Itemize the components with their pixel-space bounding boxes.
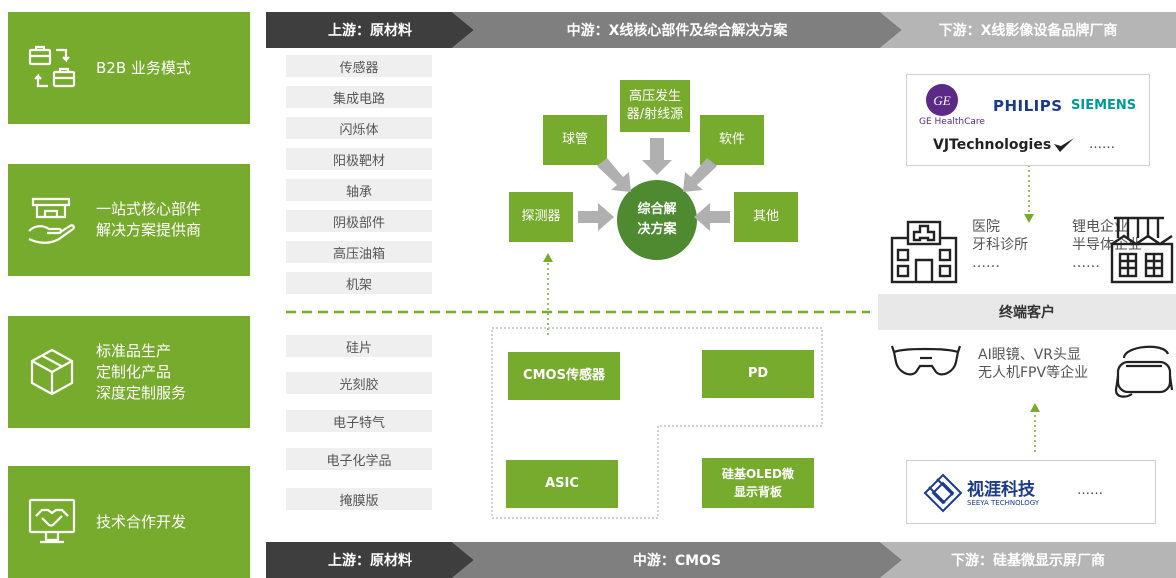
xray-material-item: 轴承 (286, 179, 432, 201)
siemens-logo: SIEMENS (1071, 98, 1137, 113)
end-customer-band: 终端客户 (878, 294, 1176, 330)
cmos-region-outline (491, 327, 823, 519)
xray-material-item: 阴极部件 (286, 210, 432, 232)
briefcase-exchange-icon (8, 42, 96, 94)
handshake-monitor-icon (8, 496, 96, 548)
seeya-logo-icon (923, 473, 963, 517)
ge-name: GE HealthCare (919, 117, 985, 127)
business-model-label: 技术合作开发 (96, 512, 187, 531)
pd-box: PD (702, 350, 814, 398)
other-box: 其他 (734, 192, 798, 242)
arrow-hv-to-hub (642, 138, 672, 175)
xray-material-item: 闪烁体 (286, 117, 432, 139)
brand-ellipsis: …… (1089, 137, 1115, 152)
oled-backplane-box: 硅基OLED微 显示背板 (702, 458, 814, 508)
cmos-material-item: 光刻胶 (286, 372, 432, 394)
cmos-material-item: 电子化学品 (286, 448, 432, 470)
display-end-customers: AI眼镜、VR头显 无人机FPV等企业 (978, 347, 1089, 381)
xray-brand-panel: GE GE HealthCare PHILIPS SIEMENS VJTechn… (906, 74, 1150, 166)
arrow-software-to-hub (683, 158, 717, 192)
cube-icon (8, 346, 96, 398)
seeya-name: 视涯科技 (967, 480, 1035, 500)
display-brand-ellipsis: …… (1077, 483, 1103, 498)
business-model-tech-coop: 技术合作开发 (8, 466, 250, 578)
top-downstream-header: 下游：X线影像设备品牌厂商 (880, 12, 1176, 48)
cmos-sensor-box: CMOS传感器 (508, 352, 620, 400)
factory-icon (1108, 214, 1176, 290)
business-model-products: 标准品生产 定制化产品 深度定制服务 (8, 316, 250, 428)
asic-box: ASIC (506, 460, 618, 508)
cmos-material-item: 硅片 (286, 335, 432, 357)
xray-material-item: 集成电路 (286, 86, 432, 108)
hospital-icon (884, 216, 964, 290)
ai-glasses-icon (890, 344, 962, 392)
arrow-other-to-hub (694, 203, 730, 231)
svg-text:GE: GE (933, 93, 950, 108)
xray-material-item: 机架 (286, 272, 432, 294)
xray-material-item: 高压油箱 (286, 241, 432, 263)
hand-shop-icon (8, 193, 96, 247)
vj-check-icon (1053, 137, 1075, 157)
xray-material-item: 阳极靶材 (286, 148, 432, 170)
arrow-detector-to-hub (578, 203, 614, 231)
ge-logo-icon: GE (925, 83, 959, 121)
industrial-customers: 锂电企业 半导体企业 …… (1072, 219, 1142, 271)
arrow-tube-to-hub (597, 158, 631, 192)
vj-logo: VJTechnologies (933, 137, 1052, 153)
tube-box: 球管 (543, 115, 607, 165)
cmos-material-item: 掩膜版 (286, 488, 432, 510)
seeya-subname: SEEYA TECHNOLOGY (967, 499, 1040, 507)
business-model-label: B2B 业务模式 (96, 58, 191, 77)
software-box: 软件 (700, 115, 764, 165)
display-brand-panel: 视涯科技 SEEYA TECHNOLOGY …… (906, 460, 1156, 524)
business-model-b2b: B2B 业务模式 (8, 12, 250, 124)
medical-customers: 医院 牙科诊所 …… (972, 219, 1028, 271)
bottom-downstream-header: 下游：硅基微显示屏厂商 (880, 542, 1176, 578)
bottom-midstream-header: 中游：CMOS (452, 542, 902, 578)
top-midstream-header: 中游：X线核心部件及综合解决方案 (452, 12, 902, 48)
cmos-material-item: 电子特气 (286, 410, 432, 432)
business-model-label: 一站式核心部件 解决方案提供商 (96, 200, 202, 239)
business-model-label: 标准品生产 定制化产品 深度定制服务 (96, 341, 187, 402)
xray-material-item: 传感器 (286, 55, 432, 77)
business-model-one-stop: 一站式核心部件 解决方案提供商 (8, 164, 250, 276)
detector-box: 探测器 (509, 192, 573, 242)
philips-logo: PHILIPS (993, 97, 1063, 115)
solution-hub: 综合解 决方案 (617, 180, 697, 260)
top-upstream-header: 上游：原材料 (266, 12, 474, 48)
bottom-upstream-header: 上游：原材料 (266, 542, 474, 578)
hv-generator-box: 高压发生 器/射线源 (620, 80, 690, 132)
vr-headset-icon (1114, 340, 1174, 408)
